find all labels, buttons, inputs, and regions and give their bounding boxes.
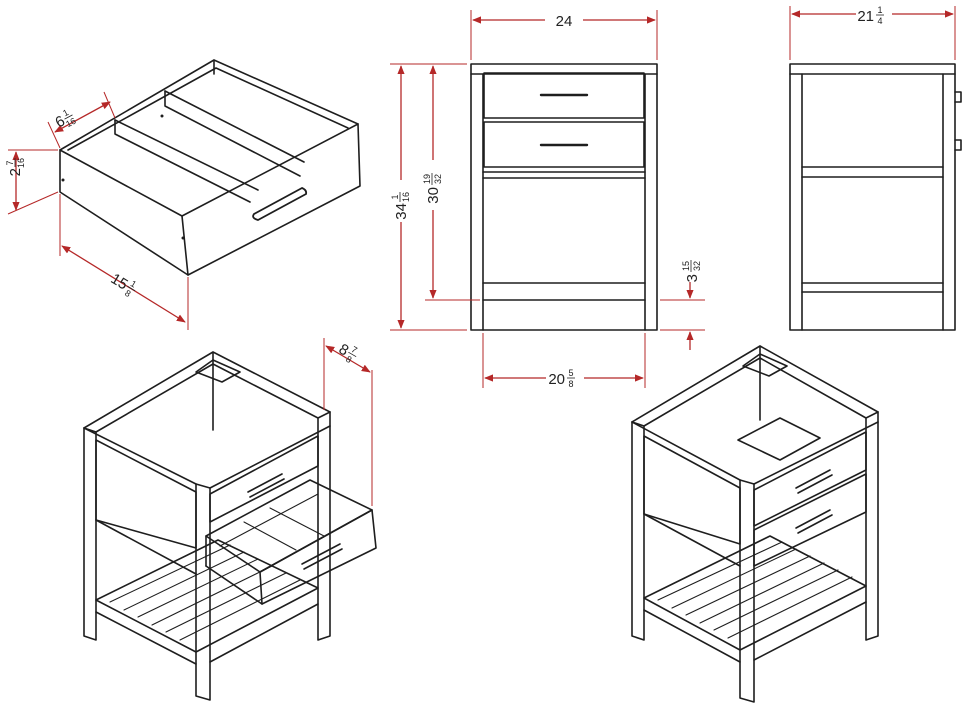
dim-drawer-depth-den: 8 — [123, 288, 132, 299]
isometric-vanity-drawers-closed — [631, 345, 879, 703]
iso1-mid-rail-left — [95, 519, 197, 575]
dim-inner-width-den: 8 — [568, 379, 573, 389]
iso1-corner-bracket — [195, 359, 241, 383]
iso2-top-front-right — [753, 421, 879, 485]
dim-inner-height: 30 19 32 — [422, 65, 480, 301]
front-drawer-bottom — [483, 121, 645, 168]
dim-drawer-width: 6 1 16 — [47, 91, 116, 149]
dim-inner-width-whole: 20 — [548, 371, 565, 388]
iso2-top-inner — [643, 357, 867, 427]
iso2-side-panel — [643, 435, 741, 545]
dim-drawer-width-den: 16 — [64, 116, 78, 130]
iso2-leg-left — [631, 421, 645, 641]
dim-total-height-whole: 34 — [393, 203, 410, 220]
iso1-open-drawer-inner — [219, 493, 319, 547]
front-elevation-view — [470, 63, 658, 331]
iso1-top-front-left — [83, 427, 197, 485]
dim-side-depth-num: 1 — [877, 5, 882, 15]
side-handle-top — [954, 91, 962, 103]
drawer-isometric-view — [59, 59, 361, 276]
iso1-drawer-top-handle — [247, 473, 285, 498]
iso1-leg-right — [317, 411, 331, 641]
drawer-divider-back — [164, 90, 301, 177]
iso2-bottom-shelf — [643, 535, 867, 651]
iso2-corner-bracket — [742, 353, 788, 377]
iso2-shelf-front-edge — [643, 609, 741, 663]
dim-side-depth: 21 1 4 — [789, 5, 956, 60]
dim-drawer-open-num: 7 — [350, 344, 359, 355]
iso1-leg-left — [83, 427, 97, 641]
dim-drawer-width-num: 1 — [61, 107, 70, 118]
iso2-mid-rail-left — [643, 513, 741, 567]
side-handle-bottom — [954, 139, 962, 151]
dim-drawer-depth: 15 1 8 — [59, 194, 189, 330]
dim-drawer-depth-num: 1 — [129, 278, 138, 289]
iso2-shelf-slats — [657, 541, 853, 639]
iso1-open-drawer-divider-b — [269, 507, 325, 537]
drawer-divider-front — [114, 119, 251, 203]
dim-shelf-gap-whole: 3 — [684, 274, 701, 282]
dim-side-depth-den: 4 — [877, 16, 882, 26]
iso1-shelf-slats — [109, 544, 301, 641]
dim-inner-height-num: 19 — [422, 174, 432, 184]
dim-drawer-height: 2 7 16 — [5, 149, 59, 215]
dim-shelf-gap: 3 15 32 — [660, 260, 705, 350]
iso1-top-inner — [95, 363, 319, 433]
side-outer-frame — [789, 63, 956, 331]
front-outer-frame — [470, 63, 658, 331]
dim-inner-width: 20 5 8 — [482, 333, 646, 389]
dim-drawer-open: 8 7 8 — [323, 338, 373, 506]
dim-drawer-open-den: 8 — [344, 354, 353, 365]
iso2-shelf-right-edge — [753, 601, 867, 661]
iso1-top-front-right — [209, 425, 331, 489]
side-elevation-view — [789, 63, 962, 331]
iso2-drawer-top — [753, 431, 867, 527]
iso2-top-front-left — [631, 421, 741, 481]
dim-drawer-height-den: 16 — [16, 158, 26, 168]
iso1-leg-front — [195, 483, 211, 701]
iso1-open-drawer-handle — [301, 543, 343, 570]
dim-front-width: 24 — [470, 10, 658, 60]
front-drawer-top — [483, 72, 645, 119]
isometric-vanity-drawer-open — [83, 351, 377, 701]
drawer-divider-front-top — [114, 119, 259, 191]
drawer-front-panel — [181, 123, 361, 276]
iso1-open-drawer-divider-a — [243, 521, 297, 551]
dim-shelf-gap-den: 32 — [692, 261, 702, 271]
iso1-bottom-shelf — [95, 539, 319, 653]
dim-total-height: 34 1 16 — [390, 63, 467, 331]
iso2-drawer-top-handle — [795, 469, 833, 494]
dim-drawer-height-whole: 2 — [7, 168, 24, 176]
iso2-leg-right — [865, 411, 879, 641]
iso2-drawer-bottom — [753, 473, 867, 567]
iso1-open-drawer-front — [259, 509, 377, 605]
dim-drawer-height-num: 7 — [5, 160, 15, 165]
iso1-drawer-top — [209, 435, 319, 523]
dim-inner-width-num: 5 — [568, 368, 573, 378]
drawer-left-side — [59, 149, 189, 276]
dim-total-height-num: 1 — [390, 194, 400, 199]
iso1-shelf-right-edge — [209, 603, 319, 663]
dim-front-width-value: 24 — [556, 13, 573, 30]
dim-shelf-gap-num: 15 — [681, 261, 691, 271]
dim-inner-height-den: 32 — [433, 174, 443, 184]
dim-drawer-depth-whole: 15 — [108, 270, 131, 293]
iso2-inner-drawer-box — [737, 417, 821, 461]
drawer-handle — [252, 187, 308, 221]
iso1-shelf-front-edge — [95, 611, 197, 665]
drawer-divider-back-top — [164, 90, 305, 163]
dim-side-depth-whole: 21 — [857, 8, 874, 25]
drawer-inner-rim — [67, 67, 349, 151]
iso1-side-panel — [95, 439, 197, 549]
iso2-drawer-bottom-handle — [795, 509, 833, 534]
iso2-leg-front — [739, 479, 755, 703]
dim-total-height-den: 16 — [401, 192, 411, 202]
dim-inner-height-whole: 30 — [425, 187, 442, 204]
